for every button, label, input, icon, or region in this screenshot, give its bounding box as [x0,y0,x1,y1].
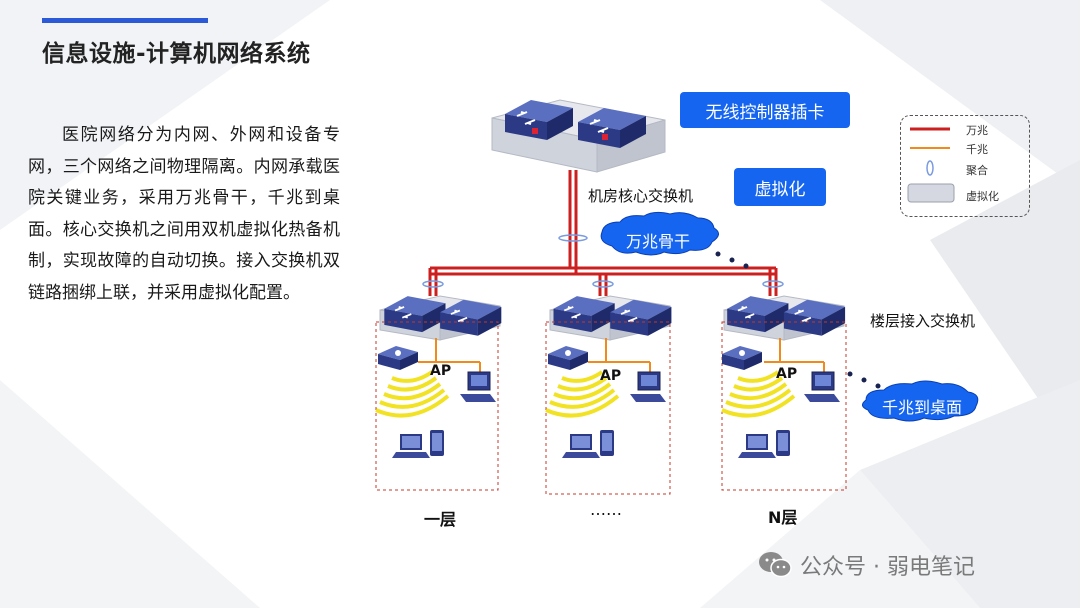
watermark-text: 公众号 · 弱电笔记 [800,555,975,580]
core-switch [491,99,666,173]
dots-desktop [847,371,881,389]
floor-group-2 [544,295,673,495]
floor-label-middle: …… [590,500,622,519]
floor-group-n [720,295,847,491]
floor-group-1 [374,295,503,491]
legend-aggregation: 聚合 [966,164,988,177]
access-switch-label: 楼层接入交换机 [870,312,976,330]
legend-graphics [907,127,955,203]
wechat-icon [759,552,792,578]
floor-label-n: N层 [768,508,798,527]
legend-10g: 万兆 [966,124,988,137]
backbone-cloud-label: 万兆骨干 [626,232,691,251]
desktop-cloud [862,380,979,422]
ap-label-3: AP [776,366,798,382]
legend-1g: 千兆 [966,143,988,156]
ap-label-2: AP [600,368,622,384]
legend-virtualization: 虚拟化 [966,190,999,203]
aggregation-ring [558,234,588,242]
backbone-links [428,170,778,296]
page-title: 信息设施-计算机网络系统 [42,41,311,67]
title-accent-bar [42,18,208,23]
dots-backbone [715,251,749,269]
description-text: 医院网络分为内网、外网和设备专网，三个网络之间物理隔离。内网承载医院关键业务，采… [28,125,340,303]
backbone-cloud [600,211,719,256]
ap-label-1: AP [430,363,452,379]
wireless-controller-callout: 无线控制器插卡 [680,92,850,128]
floor-label-1: 一层 [424,510,457,529]
legend-box [900,115,1030,217]
core-switch-label: 机房核心交换机 [588,187,694,205]
virtualization-callout: 虚拟化 [734,168,826,206]
desktop-cloud-label: 千兆到桌面 [882,398,963,417]
